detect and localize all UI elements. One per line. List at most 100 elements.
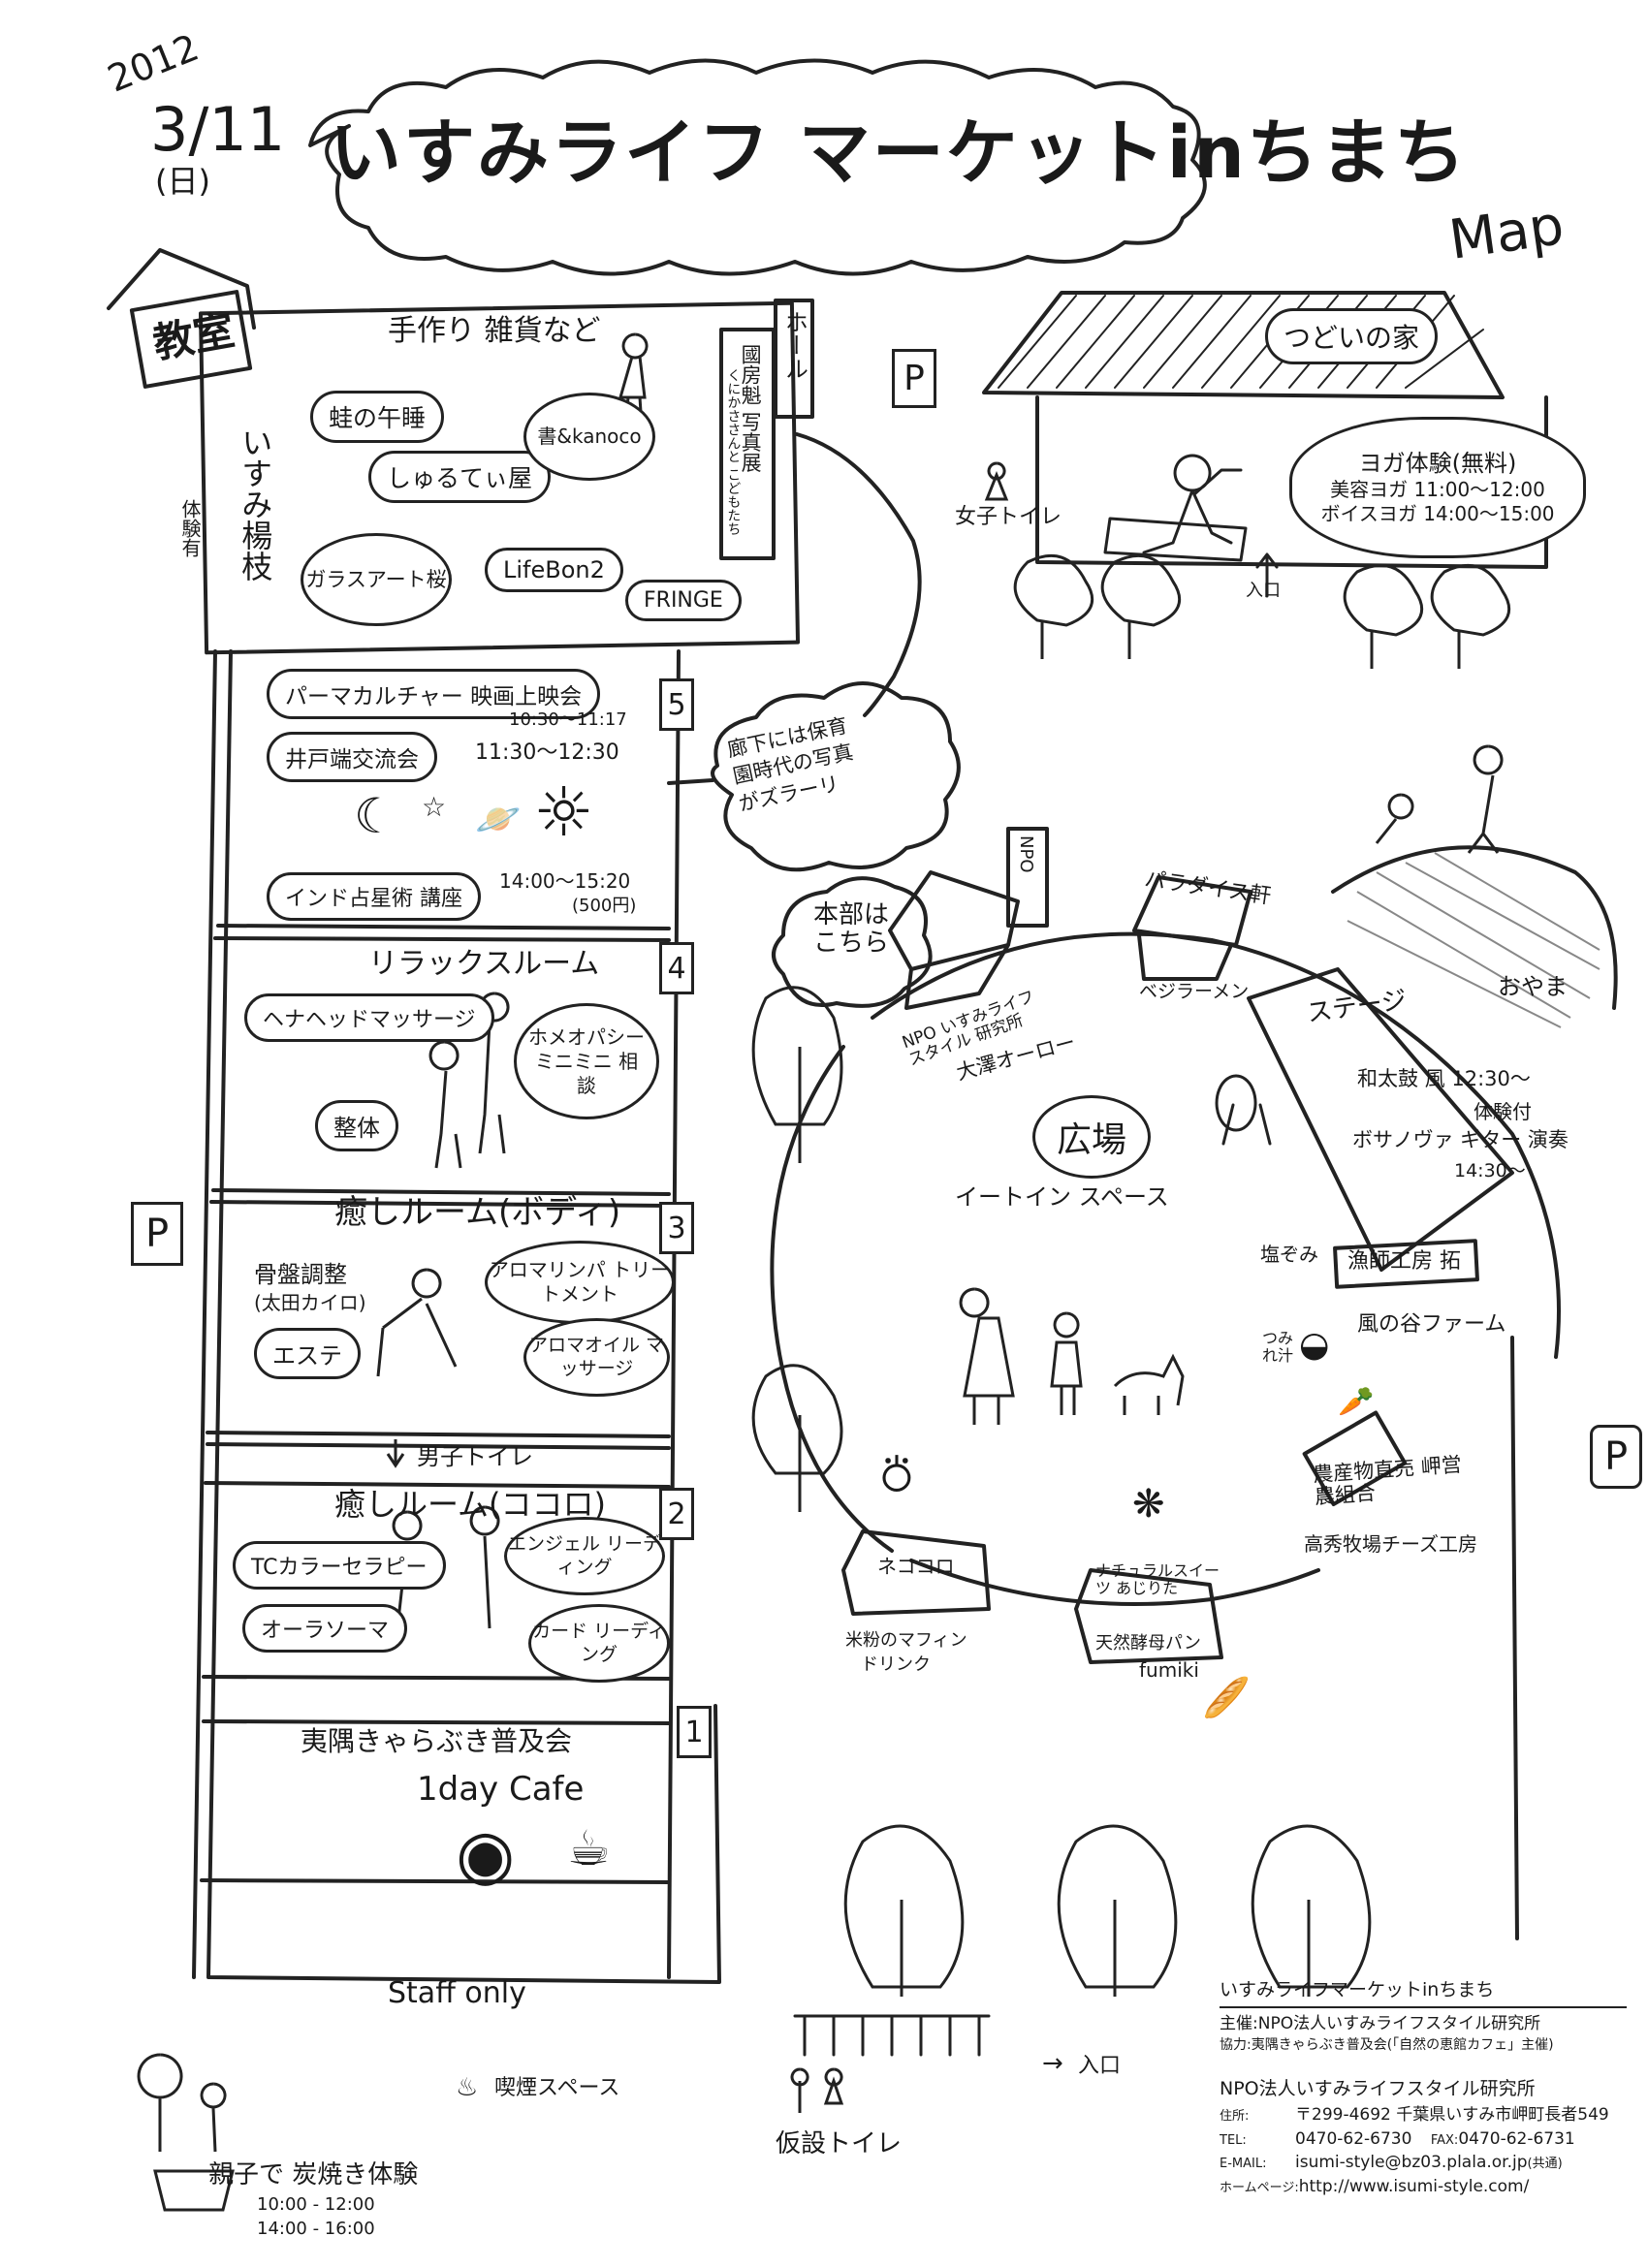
bottom-entrance: 入口 (1078, 2054, 1122, 2078)
footer-web[interactable]: http://www.isumi-style.com/ (1298, 2176, 1530, 2196)
title-date: 3/11 (150, 94, 286, 165)
footer-tel: 0470-62-6730 (1295, 2128, 1412, 2149)
bread-icon: 🥖 (1202, 1676, 1251, 1720)
men-restroom: 男子トイレ (417, 1443, 533, 1470)
nekokoro-sign: ネココロ (877, 1555, 955, 1578)
stall-glass-sakura: ガラスアート桜 (301, 533, 452, 626)
tree-icon (1100, 553, 1182, 659)
room5-event-idobata: 井戸端交流会 (267, 732, 437, 782)
cafe-plate-icon: ◉ (456, 1814, 516, 1894)
footer-phone-row: TEL:0470-62-6730 FAX:0470-62-6731 (1220, 2127, 1627, 2152)
stage-outline (1247, 967, 1514, 1272)
bakery-top: ナチュラルスイーツ あじりた (1095, 1561, 1220, 1597)
npo-sign-box (1006, 827, 1049, 928)
tsumire-label: つみれ汁 (1262, 1329, 1294, 1365)
tree-icon (843, 1824, 965, 1997)
room2-angel: エンジェル リーディング (504, 1517, 665, 1595)
room4-henna: ヘナヘッドマッサージ (244, 993, 494, 1042)
footer-web-label: ホームページ: (1220, 2180, 1299, 2195)
hall-sign: ホール (780, 310, 808, 380)
room2-tc-color: TCカラーセラピー (233, 1541, 446, 1590)
footer-coop-label: 協力: (1220, 2037, 1252, 2054)
road-line (1510, 1336, 1519, 1940)
room5-event-film: パーマカルチャー 映画上映会 (267, 669, 601, 719)
stall-fringe: FRINGE (625, 580, 742, 621)
classroom-box (198, 300, 801, 655)
room5-event-astrology-time: 14:00〜15:20 (499, 869, 631, 893)
title-main: いすみライフ マーケットinちまち (330, 111, 1468, 195)
person-icon (376, 1268, 458, 1377)
women-restroom: 女子トイレ (955, 505, 1062, 529)
entrance-arrow-icon (1255, 552, 1279, 598)
npo-tent-icon (888, 870, 1020, 1010)
footer-web-row: ホームページ:http://www.isumi-style.com/ (1220, 2175, 1627, 2199)
footer-organizer-label: 主催: (1220, 2013, 1258, 2033)
stall-kanoco: 書&kanoco (523, 393, 655, 481)
taiko-drum-icon (1215, 1074, 1272, 1146)
footer-organizer-row: 主催:NPO法人いすみライフスタイル研究所 (1220, 2012, 1627, 2036)
room3-kotsuban: 骨盤調整 (254, 1261, 347, 1288)
gingerbread-icon: ❋ (1132, 1482, 1165, 1527)
footer-email-label: E-MAIL: (1220, 2157, 1267, 2172)
yoga-beauty: 美容ヨガ 11:00〜12:00 (1330, 478, 1545, 501)
nekokoro-item1: 米粉のマフィン (845, 1630, 967, 1651)
muffin-icon: ⛣ (877, 1453, 916, 1497)
footer-org: NPO法人いすみライフスタイル研究所 (1220, 2078, 1536, 2100)
shiozumi-label: 塩ぞみ (1260, 1243, 1318, 1266)
oyama-label: おやま (1498, 973, 1568, 1000)
nekokoro-tent-icon (841, 1529, 991, 1616)
women-toilet-icon (984, 461, 1009, 501)
footer-address-label: 住所: (1220, 2109, 1250, 2125)
stage-bossa-time: 14:30〜 (1454, 1160, 1526, 1181)
person-icon (618, 332, 649, 427)
building-outline (192, 649, 721, 1984)
dog-icon (1113, 1353, 1185, 1415)
room1-org: 夷隅きゃらぶき普及会 (301, 1725, 573, 1757)
room5-number: 5 (659, 678, 694, 731)
staff-only: Staff only (388, 1976, 526, 2010)
fence-icon (793, 2014, 991, 2057)
person-icon (428, 1040, 462, 1169)
basket-icon (153, 2169, 235, 2212)
room1-cafe: 1day Cafe (417, 1770, 585, 1809)
smoking-space: 喫煙スペース (494, 2076, 620, 2100)
produce-sign-box (1302, 1410, 1408, 1506)
hill-shading (1347, 852, 1600, 1028)
tree-icon (1251, 1824, 1372, 1997)
yoga-mat (1103, 517, 1248, 562)
stage-bossa: ボサノヴァ ギター 演奏 (1352, 1128, 1569, 1151)
footer-email[interactable]: isumi-style@bz03.plala.or.jp (1295, 2153, 1528, 2173)
room5-event-astrology-fee: (500円) (572, 896, 637, 916)
toilet-icon (790, 2067, 844, 2113)
parking-sign-right: P (1590, 1425, 1642, 1489)
child-icon (200, 2082, 227, 2153)
charcoal-time2: 14:00 - 16:00 (257, 2219, 375, 2239)
room4-homeopathy: ホメオパシー ミニミニ 相談 (514, 1003, 659, 1119)
nekokoro-item2: ドリンク (861, 1654, 931, 1675)
room5-event-idobata-time: 11:30〜12:30 (475, 740, 619, 765)
room1-number: 1 (677, 1706, 712, 1758)
bakery-sign: 天然酵母パン (1095, 1633, 1201, 1654)
tsumire-bowl-icon: ◒ (1299, 1325, 1330, 1365)
yoga-info: ヨガ体験(無料) 美容ヨガ 11:00〜12:00 ボイスヨガ 14:00〜15… (1289, 417, 1586, 558)
footer-fax: 0470-62-6731 (1458, 2128, 1575, 2149)
exhibit-subtitle: くにかささんと こどもたち (725, 368, 742, 536)
yoga-voice: ボイスヨガ 14:00〜15:00 (1320, 502, 1555, 525)
footer-info: いすみライフマーケットinちまち 主催:NPO法人いすみライフスタイル研究所 協… (1220, 1977, 1627, 2199)
title-cloud (308, 58, 1207, 276)
entrance-arrow-bottom-icon: → (1042, 2049, 1063, 2078)
exhibit-title: 國房魁 写真展 (739, 344, 763, 473)
person-icon (1467, 744, 1504, 854)
star-icon: ☆ (422, 791, 447, 823)
honbu-note: 本部はこちら (812, 900, 889, 958)
room3-title: 癒しルーム(ボディ) (334, 1193, 621, 1232)
person-icon (137, 2053, 183, 2152)
stall-lifebon2: LifeBon2 (485, 548, 623, 592)
room4-number: 4 (659, 942, 694, 994)
footer-organizer: NPO法人いすみライフスタイル研究所 (1257, 2013, 1541, 2033)
trial-label: 体験有 (178, 499, 202, 557)
planet-icon: 🪐 (475, 798, 522, 840)
parking-sign-top: P (892, 349, 936, 408)
trees (751, 553, 1511, 1997)
